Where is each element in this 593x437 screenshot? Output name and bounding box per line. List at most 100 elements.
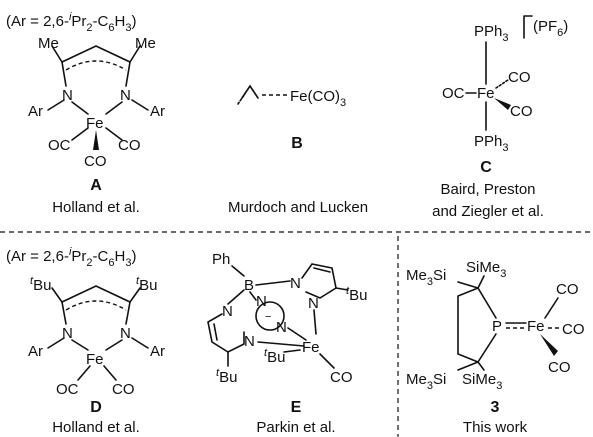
structure-D: (Ar = 2,6-iPr2-C6H3) tBu tBu N N Ar Ar F… (6, 246, 165, 436)
p-3: P (492, 318, 502, 335)
co-E: CO (330, 369, 353, 386)
si-bond-tr-3 (477, 275, 485, 289)
counterion-C: (PF6) (533, 18, 568, 39)
n-fe-bond-right-E (313, 309, 317, 335)
tbu-right-E: tBu (346, 285, 367, 304)
ar-right-A: Ar (150, 103, 165, 120)
si-bond-br-3 (477, 361, 485, 371)
ring-charge-E: − (265, 311, 271, 323)
si-bond-tl-3 (457, 281, 479, 289)
label-D: D (90, 399, 102, 416)
co-bond-upper-C (495, 79, 509, 89)
structure-E: Ph B N N tBu − N N N N tBu Fe tBu CO E P (207, 251, 367, 436)
wedge-bond-3 (540, 334, 558, 356)
oc-left-D: OC (56, 381, 79, 398)
tbu-right-D: tBu (136, 275, 157, 294)
ar-bond-right-A (131, 99, 149, 111)
co-upper-C: CO (508, 69, 531, 86)
b-n-bond-mid-E (249, 291, 257, 301)
allyl-arc-B (237, 91, 247, 105)
label-B: B (291, 135, 303, 152)
n-fe-bond-right-A (105, 101, 123, 115)
c-n-bond-right-D (125, 301, 131, 325)
nacnac-backbone-D (61, 285, 131, 303)
fe-C: Fe (477, 85, 495, 102)
tbu-bond-right-D (129, 287, 141, 303)
c-n-bond-left-A (61, 61, 67, 87)
bracket-C (523, 15, 533, 39)
c-n-bond-left-D (61, 301, 67, 325)
me-bond-left-A (51, 45, 63, 63)
tbu-left-D: tBu (30, 275, 51, 294)
pph3-top-C: PPh3 (474, 23, 508, 44)
b-n-bond-right-E (255, 280, 291, 286)
pyrazole-ring-left-E (207, 313, 245, 353)
sime3-bottom-right-3: SiMe3 (462, 371, 502, 392)
caption-B: Murdoch and Lucken (228, 199, 368, 216)
boron-E: B (244, 277, 254, 294)
co-right-A: CO (118, 137, 141, 154)
label-C: C (480, 159, 492, 176)
me3si-bottom-left-3: Me3Si (406, 371, 446, 392)
caption-3: This work (463, 419, 528, 436)
fe-E: Fe (302, 339, 320, 356)
fe-D: Fe (86, 351, 104, 368)
n-fe-bond-mid-E (287, 327, 307, 341)
nacnac-backbone-A (61, 45, 131, 63)
n-fe-bond-right-D (105, 339, 123, 351)
phospholane-ring-3 (457, 287, 497, 363)
fe-A: Fe (86, 115, 104, 132)
ph-b-bond-E (231, 265, 245, 277)
co-top-3: CO (556, 281, 579, 298)
structure-3: Me3Si SiMe3 Me3Si SiMe3 P Fe CO CO CO 3 … (406, 259, 585, 436)
co-right-3: CO (562, 321, 585, 338)
n-fe-bond-left-E (257, 341, 305, 347)
label-E: E (291, 399, 302, 416)
delocalized-arc-D (65, 300, 127, 311)
ar-left-D: Ar (28, 343, 43, 360)
n-fe-bond-left-A (71, 101, 89, 115)
caption-E: Parkin et al. (256, 419, 335, 436)
structure-C: (PF6) PPh3 OC Fe CO CO PPh3 C Baird, Pre… (432, 15, 568, 220)
n-lower-left-E: N (244, 333, 255, 350)
n-lower-right-E: N (308, 295, 319, 312)
caption-D: Holland et al. (52, 419, 140, 436)
ar-left-A: Ar (28, 103, 43, 120)
wedge-bond-A (93, 130, 99, 150)
me3si-top-left-3: Me3Si (406, 267, 446, 288)
ar-definition-D: (Ar = 2,6-iPr2-C6H3) (6, 246, 136, 269)
co-bottom-A: CO (84, 153, 107, 170)
ar-right-D: Ar (150, 343, 165, 360)
co-bond-top-3 (544, 297, 559, 319)
b-n-bond-left-E (227, 289, 245, 305)
ar-bond-right-D (131, 337, 149, 349)
me-right-A: Me (135, 35, 156, 52)
me-bond-right-A (129, 45, 141, 63)
tbu-mid-E: tBu (264, 347, 285, 366)
n-right-A: N (120, 87, 131, 104)
co-bottom-3: CO (548, 359, 571, 376)
tbu-bond-left-D (51, 287, 63, 303)
n-mid-lower-E: N (276, 319, 287, 336)
label-3: 3 (491, 399, 500, 416)
ph-E: Ph (212, 251, 230, 268)
n-upper-right-E: N (290, 275, 301, 292)
oc-C: OC (442, 85, 465, 102)
structure-B: Fe(CO)3 B Murdoch and Lucken (228, 84, 368, 216)
n-left-E: N (222, 303, 233, 320)
sime3-top-right-3: SiMe3 (466, 259, 506, 280)
co-bond-left-A (71, 127, 89, 141)
fe-tbu-bond-E (283, 349, 301, 353)
tbu-bottom-E: tBu (216, 367, 237, 386)
c-n-bond-right-A (125, 61, 131, 87)
delocalized-arc-A (65, 60, 127, 71)
co-bond-right-A (105, 127, 123, 141)
co-right-D: CO (112, 381, 135, 398)
fe-co3-B: Fe(CO)3 (290, 88, 346, 109)
n-left-D: N (62, 325, 73, 342)
allyl-ligand-B (241, 84, 259, 99)
pyrazole-ring-mid-E (255, 301, 285, 331)
pyrazole-ring-right-E (301, 263, 337, 299)
ar-definition-A: (Ar = 2,6-iPr2-C6H3) (6, 11, 136, 34)
n-left-A: N (62, 87, 73, 104)
